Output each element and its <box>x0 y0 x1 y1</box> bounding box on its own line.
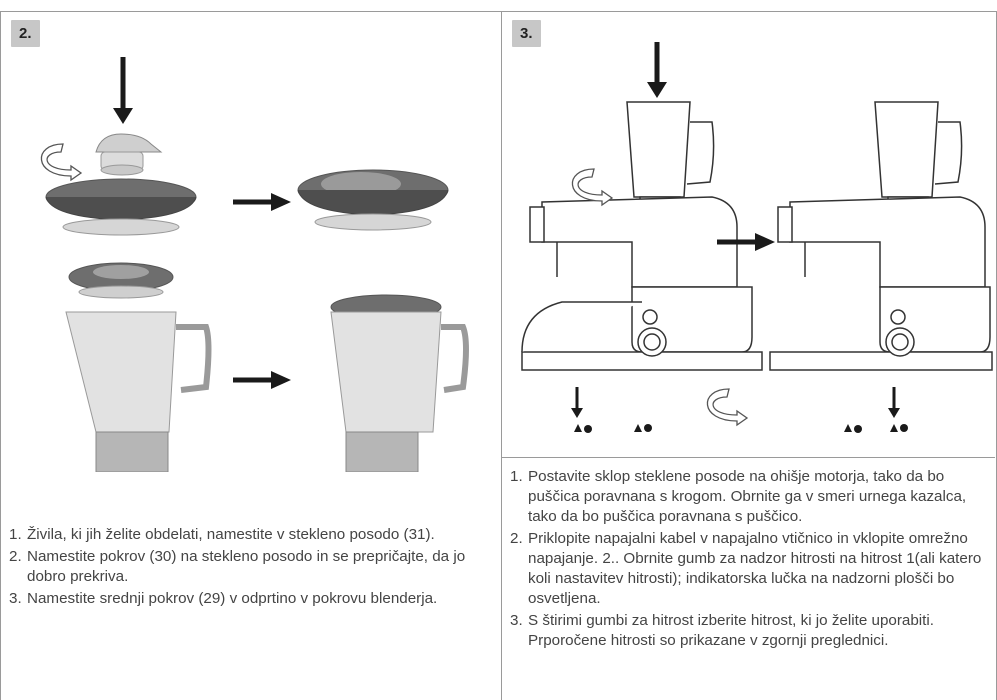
list-item: 2.Namestite pokrov (30) na stekleno poso… <box>9 548 466 585</box>
step-badge: 2. <box>11 20 40 47</box>
jug-with-lid <box>65 262 212 472</box>
step-list: 1.Postavite sklop steklene posode na ohi… <box>510 467 990 653</box>
step-panel-2: 2. <box>0 12 502 700</box>
step-list: 1.Živila, ki jih želite obdelati, namest… <box>9 525 497 611</box>
right-arrow-icon <box>233 371 291 389</box>
step-panel-3: 3. <box>502 12 997 700</box>
lid-assembled <box>297 169 449 231</box>
rotate-arrow-icon <box>706 388 749 427</box>
list-item: 1.Postavite sklop steklene posode na ohi… <box>510 468 967 525</box>
list-item: 2.Priklopite napajalni kabel v napajalno… <box>510 530 982 607</box>
jug-assembled <box>330 294 469 472</box>
alignment-symbols <box>571 387 908 433</box>
rotate-arrow-icon <box>40 143 83 182</box>
blender-lid-illustration <box>40 57 469 472</box>
list-item: 3.Namestite srednji pokrov (29) v odprti… <box>9 590 438 607</box>
list-item: 3.S štirimi gumbi za hitrost izberite hi… <box>510 612 934 649</box>
down-arrow-icon <box>647 42 667 98</box>
right-arrow-icon <box>717 233 775 251</box>
top-divider <box>0 0 997 12</box>
divider <box>502 457 995 458</box>
mixer-illustration <box>521 42 993 433</box>
measuring-cap <box>95 133 163 176</box>
list-item: 1.Živila, ki jih želite obdelati, namest… <box>9 526 435 543</box>
step-badge: 3. <box>512 20 541 47</box>
rotate-arrow-icon <box>571 168 614 207</box>
right-arrow-icon <box>233 193 291 211</box>
mixer-right <box>769 101 993 371</box>
lid-left <box>45 178 197 236</box>
mixer-left <box>521 101 763 371</box>
down-arrow-icon <box>113 57 133 124</box>
